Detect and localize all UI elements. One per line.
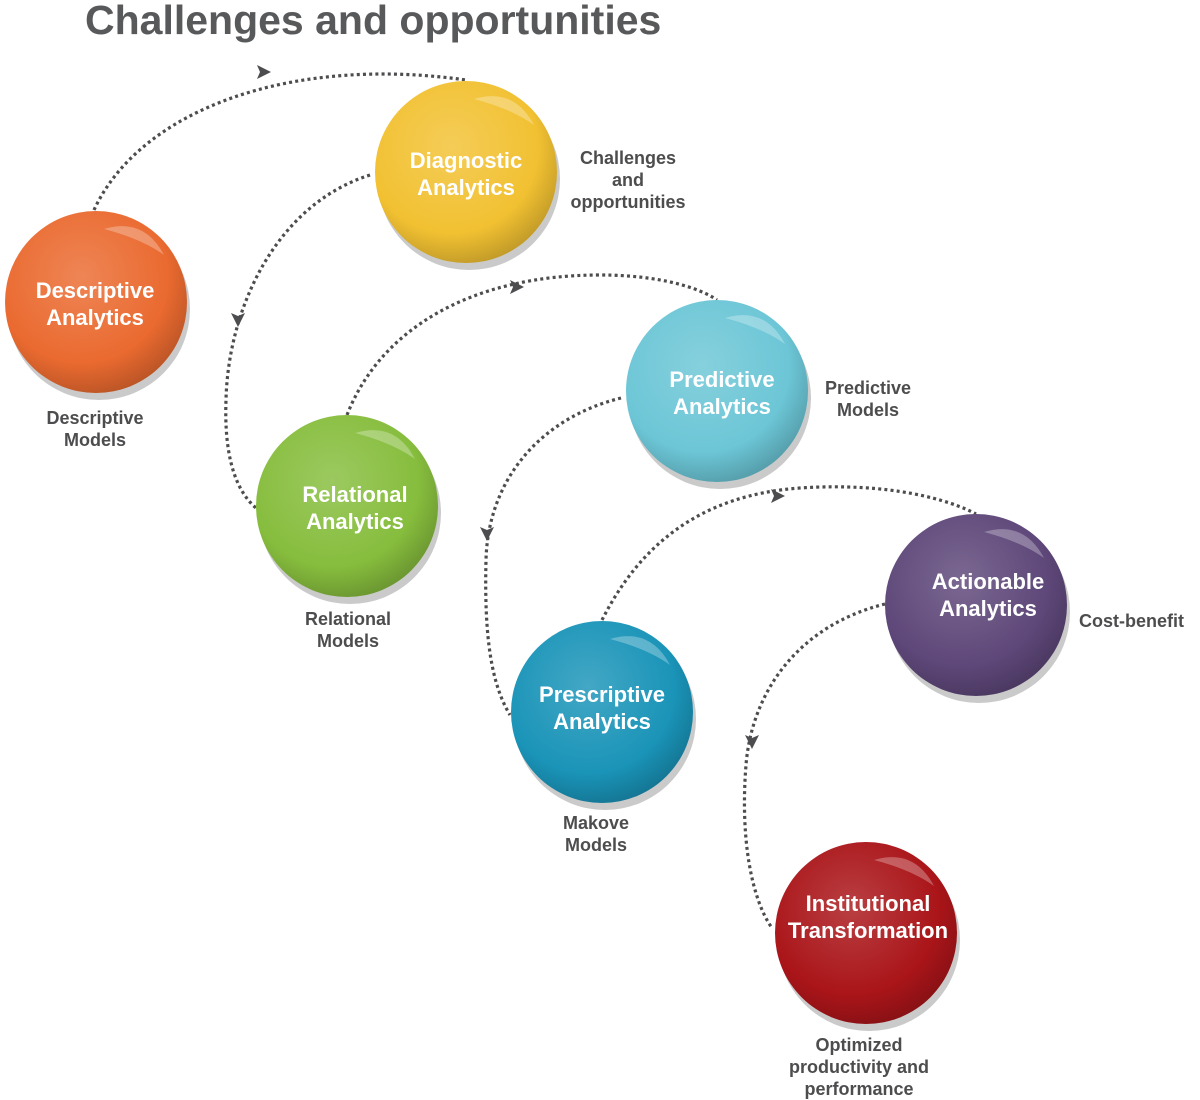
side-label-diagnostic: opportunities (571, 192, 686, 212)
side-label-prescriptive: Models (565, 835, 627, 855)
nodes: DescriptiveAnalyticsDiagnosticAnalyticsR… (5, 81, 1070, 1031)
side-label-descriptive: Models (64, 430, 126, 450)
connector-descriptive-diagnostic (92, 72, 467, 211)
side-label-prescriptive: Makove (563, 813, 629, 833)
arrowhead-icon (510, 280, 524, 294)
side-label-institutional: performance (804, 1079, 913, 1099)
node-label: Institutional (806, 891, 931, 916)
node-circle (5, 211, 187, 393)
arrowhead-icon (480, 527, 494, 541)
side-label-diagnostic: and (612, 170, 644, 190)
arrowhead-icon (771, 489, 785, 503)
node-highlight (610, 636, 670, 665)
side-labels: DescriptiveModelsChallengesandopportunit… (46, 148, 1184, 1099)
arrowhead-icon (231, 313, 245, 327)
side-label-relational: Relational (305, 609, 391, 629)
node-label: Analytics (673, 394, 771, 419)
node-circle (885, 514, 1067, 696)
node-label: Transformation (788, 918, 948, 943)
node-label: Analytics (46, 305, 144, 330)
arrowhead-icon (745, 735, 759, 749)
node-label: Analytics (417, 175, 515, 200)
node-highlight (984, 529, 1044, 558)
node-label: Prescriptive (539, 682, 665, 707)
connector-prescriptive-actionable (600, 485, 977, 621)
connectors (92, 65, 977, 929)
node-circle (375, 81, 557, 263)
node-highlight (874, 857, 934, 886)
side-label-relational: Models (317, 631, 379, 651)
node-circle (511, 621, 693, 803)
side-label-actionable: Cost-benefit (1079, 611, 1184, 631)
connector-actionable-institutional (742, 602, 886, 929)
side-label-predictive: Models (837, 400, 899, 420)
arrowhead-icon (257, 65, 271, 79)
node-highlight (355, 430, 415, 459)
node-circle (775, 842, 957, 1024)
side-label-institutional: productivity and (789, 1057, 929, 1077)
node-circle (256, 415, 438, 597)
node-label: Relational (302, 482, 407, 507)
node-circle (626, 300, 808, 482)
node-highlight (104, 226, 164, 255)
node-label: Descriptive (36, 278, 155, 303)
node-label: Diagnostic (410, 148, 522, 173)
side-label-predictive: Predictive (825, 378, 911, 398)
side-label-descriptive: Descriptive (46, 408, 143, 428)
node-label: Predictive (669, 367, 774, 392)
node-label: Analytics (939, 596, 1037, 621)
node-label: Analytics (306, 509, 404, 534)
node-highlight (474, 96, 534, 125)
side-label-diagnostic: Challenges (580, 148, 676, 168)
connector-relational-predictive (345, 273, 718, 416)
connector-diagnostic-relational (224, 173, 371, 510)
node-label: Analytics (553, 709, 651, 734)
node-label: Actionable (932, 569, 1044, 594)
side-label-institutional: Optimized (815, 1035, 902, 1055)
node-highlight (725, 315, 785, 344)
diagram-title: Challenges and opportunities (85, 0, 661, 43)
